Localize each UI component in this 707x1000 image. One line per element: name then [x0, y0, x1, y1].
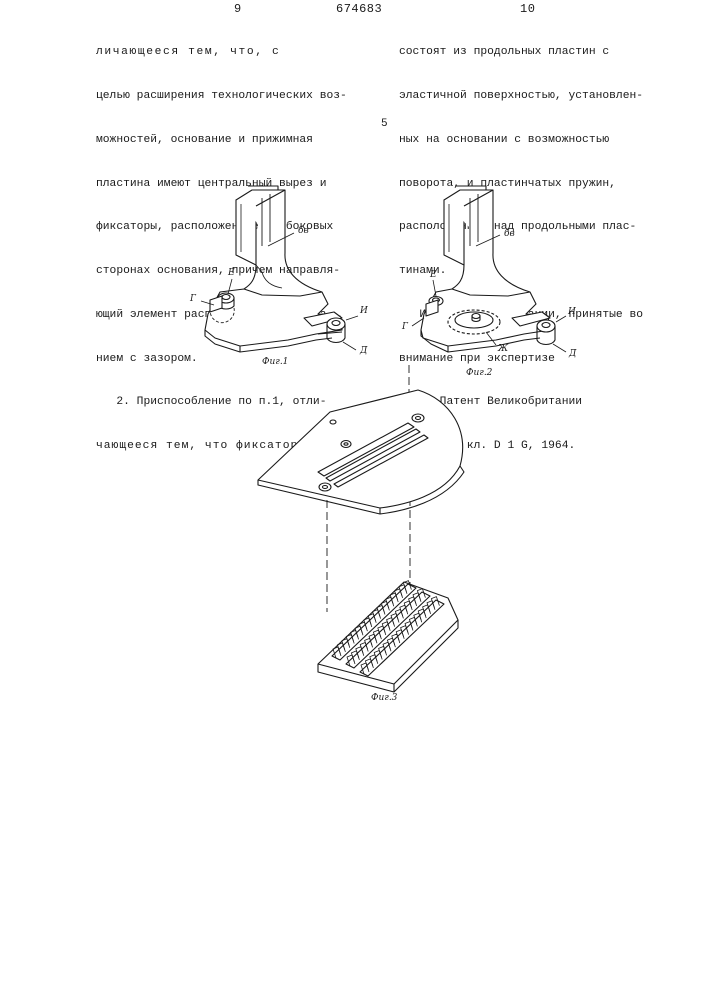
fig2-label-g: Г	[402, 322, 408, 332]
fig1-label-i: И	[360, 306, 368, 316]
figure-2-presser-foot	[412, 186, 566, 352]
fig2-label-bv: бв	[504, 229, 515, 239]
fig2-caption: Фиг.2	[466, 368, 492, 378]
fig2-label-e: Е	[430, 270, 437, 280]
fig2-label-zh: Ж	[498, 344, 508, 354]
fig1-label-bv: бв	[298, 226, 309, 236]
figure-3-needle-plate	[258, 365, 464, 612]
fig1-caption: Фиг.1	[262, 357, 288, 367]
fig2-label-i: И	[568, 307, 576, 317]
fig1-label-e: Е	[228, 268, 235, 278]
fig2-label-d: Д	[569, 349, 576, 359]
fig1-label-g: Г	[190, 294, 196, 304]
fig3-caption: Фиг.3	[371, 693, 397, 703]
fig1-label-d: Д	[360, 346, 367, 356]
figure-1-presser-foot	[201, 186, 358, 352]
